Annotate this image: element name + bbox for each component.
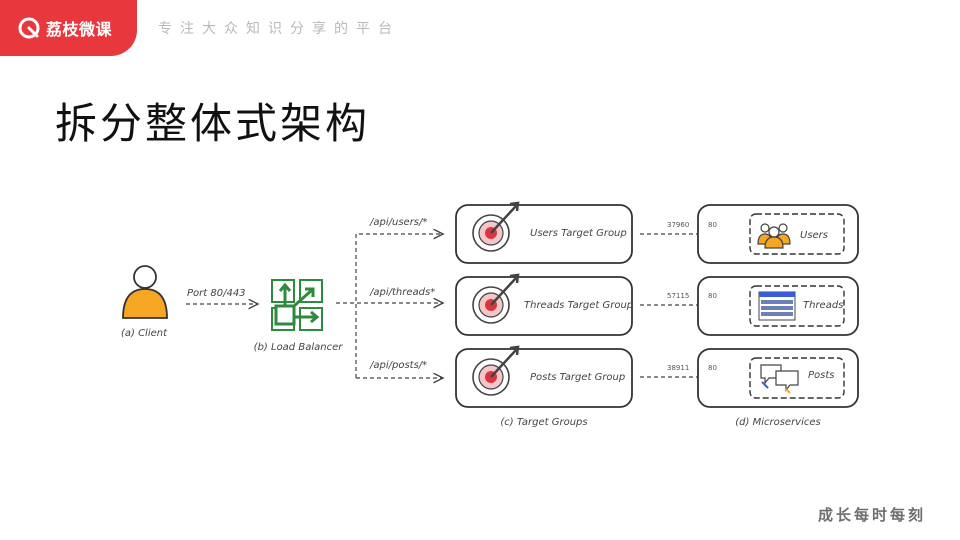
target-groups-label: (c) Target Groups [500,417,588,428]
route-path-users: /api/users/* [370,217,428,228]
target-group-users: Users Target Group [530,228,627,239]
port-in-posts: 38911 [667,364,690,372]
target-icon-posts [472,345,520,396]
port-in-users: 37960 [667,221,690,229]
port-out-posts: 80 [708,364,717,372]
service-posts: Posts [808,370,835,381]
microservice-inner-boxes [749,213,845,399]
page-title: 拆分整体式架构 [55,99,371,148]
port-label: Port 80/443 [187,288,246,299]
target-icon-threads [472,273,520,324]
lychee-logo-icon [18,17,40,39]
chat-bubbles-icon [760,364,799,394]
brand-logo: 荔枝微课 [0,0,137,56]
port-in-threads: 57115 [667,292,690,300]
service-users: Users [800,230,829,241]
microservices-label: (d) Microservices [735,417,821,428]
users-group-icon [757,223,791,249]
service-threads: Threads [803,300,844,311]
target-group-posts: Posts Target Group [530,372,626,383]
user-icon [122,265,168,319]
footer-tagline: 成长每时每刻 [817,506,926,524]
brand-name: 荔枝微课 [46,20,113,39]
route-path-threads: /api/threads* [370,287,436,298]
target-icon-users [472,201,520,252]
client-label: (a) Client [120,328,168,339]
load-balancer-icon [271,279,323,331]
port-out-users: 80 [708,221,717,229]
lb-fanout-arrows [336,234,443,378]
threads-list-icon [758,291,796,321]
target-group-threads: Threads Target Group [524,300,634,311]
route-path-posts: /api/posts/* [370,360,428,371]
slogan: 专注大众知识分享的平台 [158,21,400,37]
load-balancer-label: (b) Load Balancer [253,342,343,353]
port-out-threads: 80 [708,292,717,300]
